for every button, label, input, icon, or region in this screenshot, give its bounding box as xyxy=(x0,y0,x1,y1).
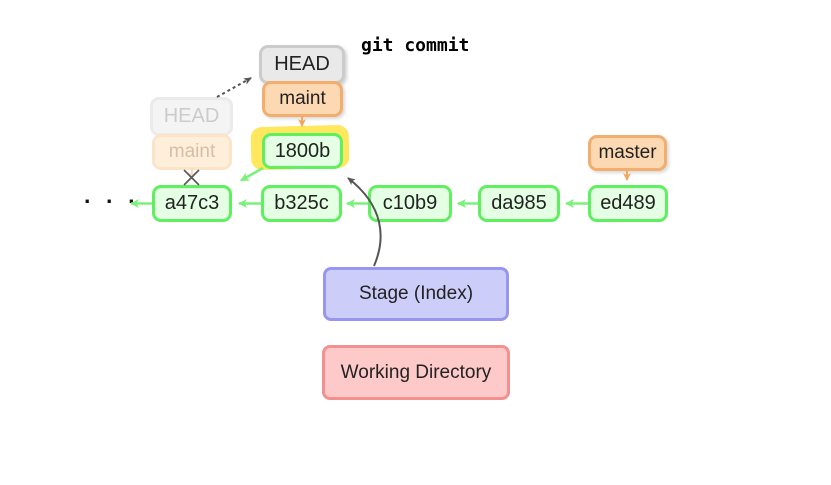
command-label: git commit xyxy=(361,35,470,56)
branch-maint-node: maint xyxy=(262,81,343,117)
stage-index-box: Stage (Index) xyxy=(323,267,509,321)
commit-node: ed489 xyxy=(588,185,668,222)
commit-node: da985 xyxy=(478,185,560,222)
head-node: HEAD xyxy=(259,45,345,84)
cross-mark xyxy=(183,169,200,186)
commit-node: c10b9 xyxy=(368,185,452,222)
commit-node: b325c xyxy=(261,185,342,222)
branch-previous-node: maint xyxy=(152,134,232,170)
head-previous-node: HEAD xyxy=(150,97,233,136)
branch-master-node: master xyxy=(588,135,667,171)
head-move-dashed-arrow xyxy=(216,77,252,98)
commit-node: a47c3 xyxy=(152,185,232,222)
working-directory-box: Working Directory xyxy=(322,345,510,400)
commit-node-new: 1800b xyxy=(262,133,343,169)
history-ellipsis: · · · xyxy=(84,188,140,214)
